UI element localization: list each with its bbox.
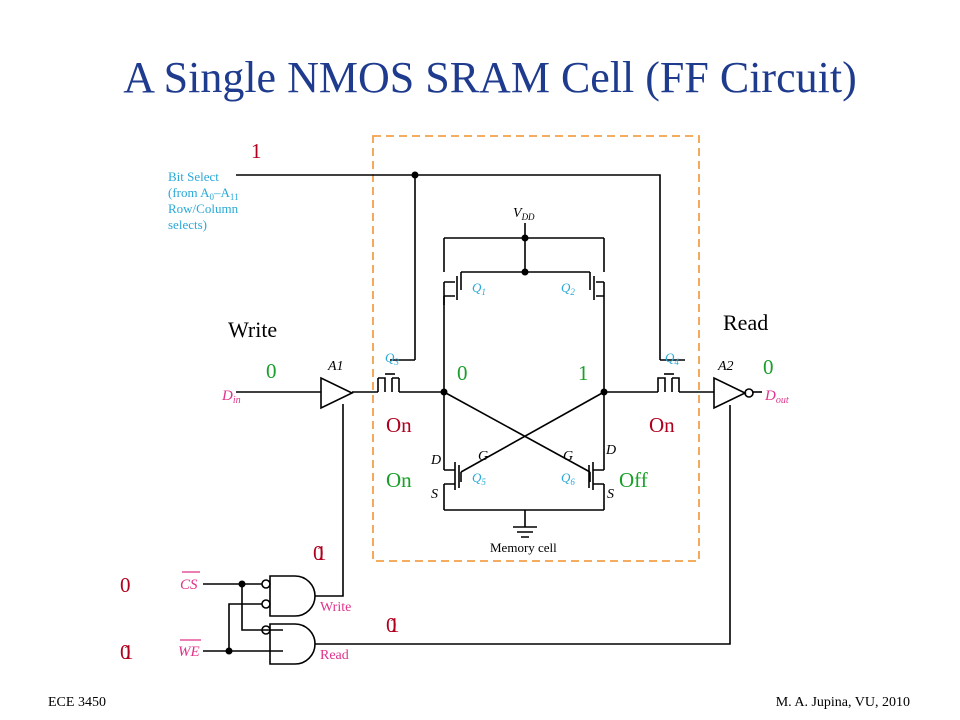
q4-state: On <box>649 413 675 437</box>
write-and-gate <box>269 575 316 617</box>
q6-transistor <box>588 392 605 510</box>
q3-label: Q3 <box>385 350 399 367</box>
din-value: 0 <box>266 359 277 383</box>
din-label: Din <box>221 388 241 406</box>
cross-coupling-left <box>443 391 591 473</box>
read-gate-bubble-cs <box>261 625 271 635</box>
we-value-overlay: 1 <box>123 640 134 664</box>
bit-select-sub11: 11 <box>230 192 239 202</box>
q5-gate-label: G <box>478 449 488 464</box>
read-and-gate <box>269 623 316 665</box>
we-to-write-gate <box>228 603 262 651</box>
q2-label: Q2 <box>561 280 575 297</box>
we-label: WE <box>178 644 200 660</box>
q4-label: Q4 <box>665 350 679 367</box>
a2-inverter-bubble <box>744 388 754 398</box>
read-out-overlay: 1 <box>389 613 400 637</box>
a1-buffer <box>320 376 354 410</box>
we-value: 0 <box>120 640 131 664</box>
ground-symbol <box>513 510 537 538</box>
cs-label: CS <box>180 577 198 593</box>
right-node-value: 1 <box>578 361 589 385</box>
memory-cell-label: Memory cell <box>490 540 557 555</box>
q6-drain-label: D <box>605 443 616 458</box>
read-out-value: 0 <box>386 613 397 637</box>
q3-state: On <box>386 413 412 437</box>
bit-select-dash: –A <box>213 185 231 200</box>
bit-select-label: Bit Select (from A0–A11 Row/Column selec… <box>168 169 239 232</box>
write-out-overlay: 1 <box>316 541 327 565</box>
cross-coupling-right <box>460 391 605 473</box>
svg-text:(from A0–A11: (from A0–A11 <box>168 185 239 202</box>
write-heading: Write <box>228 317 277 342</box>
write-gate-label: Write <box>320 600 351 615</box>
bit-select-value: 1 <box>251 139 262 163</box>
left-node-value: 0 <box>457 361 468 385</box>
footer-author: M. A. Jupina, VU, 2010 <box>775 695 910 710</box>
vdd-junction <box>521 234 529 242</box>
footer-course: ECE 3450 <box>48 695 106 710</box>
vdd-label: VDD <box>513 206 535 222</box>
q6-state: Off <box>619 468 648 492</box>
q5-source-label: S <box>431 487 438 502</box>
a2-label: A2 <box>717 359 734 374</box>
q6-label: Q6 <box>561 470 575 487</box>
read-enable-line <box>315 405 731 645</box>
q5-drain-label: D <box>430 453 441 468</box>
write-out-value: 0 <box>313 541 324 565</box>
bit-select-sub0: 0 <box>210 192 215 202</box>
read-gate-label: Read <box>320 648 349 663</box>
q5-state: On <box>386 468 412 492</box>
write-gate-bubble-cs <box>261 579 271 589</box>
bit-select-line <box>236 174 661 360</box>
q6-gate-label: G <box>563 449 573 464</box>
bit-select-line2: (from A <box>168 185 210 200</box>
bit-select-line4: selects) <box>168 217 207 232</box>
page-title: A Single NMOS SRAM Cell (FF Circuit) <box>123 53 857 102</box>
q1-transistor <box>443 272 462 305</box>
read-heading: Read <box>723 310 768 335</box>
a1-label: A1 <box>327 359 344 374</box>
write-gate-bubble-we <box>261 599 271 609</box>
bit-select-line3: Row/Column <box>168 201 239 216</box>
q2-transistor <box>589 272 605 300</box>
bit-select-line1: Bit Select <box>168 169 219 184</box>
dout-label: Dout <box>764 388 789 406</box>
q5-transistor <box>443 392 462 510</box>
a2-buffer <box>713 376 747 410</box>
bit-select-junction <box>411 171 419 179</box>
cs-value: 0 <box>120 573 131 597</box>
dout-value: 0 <box>763 355 774 379</box>
q3-transistor <box>377 373 444 393</box>
q4-transistor <box>604 373 714 393</box>
q6-source-label: S <box>607 487 614 502</box>
q1-label: Q1 <box>472 280 486 297</box>
q5-label: Q5 <box>472 470 486 487</box>
write-enable-line <box>315 404 344 597</box>
memory-cell-boundary <box>372 135 700 562</box>
